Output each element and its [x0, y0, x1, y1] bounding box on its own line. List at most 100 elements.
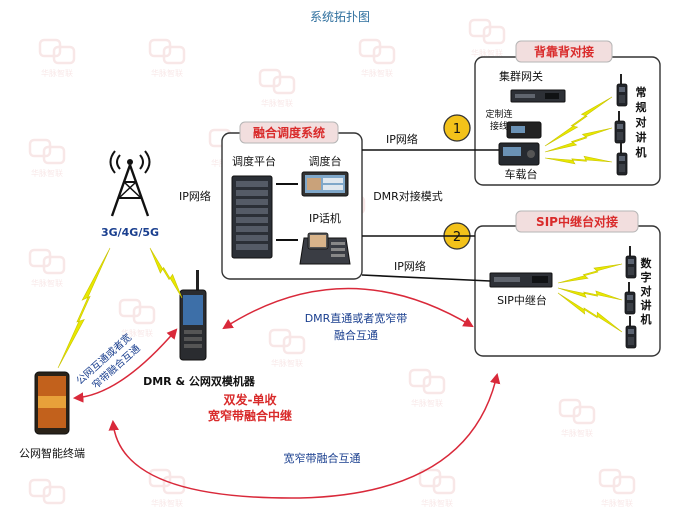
b2b-title: 背靠背对接 — [534, 44, 594, 59]
custom-cable-label-2: 接线 — [490, 120, 508, 132]
ip-link-sip-2 — [361, 274, 491, 282]
watermark-text: 华脉智联 — [41, 68, 73, 78]
sip-title: SIP中继台对接 — [536, 214, 618, 229]
bolt-tower-terminal — [57, 247, 111, 369]
watermark-tile: 华脉智联 — [258, 68, 296, 108]
bolt-vehicle-radio-3 — [544, 155, 613, 165]
handheld-radio-icon — [624, 282, 636, 315]
bolt-sip-radio-3 — [557, 292, 623, 333]
watermark-text: 华脉智联 — [151, 68, 183, 78]
badge-1-text: 1 — [453, 122, 461, 137]
vehicle-radio-icon — [498, 121, 542, 166]
conventional-radio-char: 规 — [636, 100, 647, 114]
custom-cable-label-1: 定制连 — [485, 108, 512, 120]
bolt-tower-device — [149, 247, 183, 299]
network-links: IP网络 DMR对接模式 IP网络 IP网络 — [179, 132, 499, 282]
ip-phone-label: IP话机 — [309, 211, 341, 225]
dmr-mode-label: DMR对接模式 — [373, 189, 443, 203]
digital-radio-char: 字 — [641, 270, 652, 284]
dmr-direct-label-1: DMR直通或者宽窄带 — [305, 311, 408, 325]
cell-tower-icon — [109, 150, 151, 217]
sip-repeater-icon — [489, 272, 553, 288]
conventional-radio-char: 讲 — [636, 130, 647, 144]
ip-network-label-2: IP网络 — [179, 189, 211, 203]
smart-terminal-icon — [34, 371, 70, 435]
digital-radio-char: 机 — [641, 312, 652, 326]
red-arcs — [72, 287, 501, 499]
bolt-sip-radio-2 — [557, 287, 623, 301]
watermark-text: 华脉智联 — [271, 358, 303, 368]
sip-repeater-label: SIP中继台 — [497, 293, 547, 307]
dmr-direct-label-2: 融合互通 — [334, 328, 378, 342]
dispatch-console-icon — [301, 171, 349, 197]
dual-mode-device-icon — [179, 270, 207, 361]
watermark-tile: 华脉智联 — [468, 18, 506, 58]
watermark-tile: 华脉智联 — [408, 368, 446, 408]
badge-2-text: 2 — [453, 230, 461, 245]
digital-radio-char: 数 — [641, 256, 653, 270]
watermark-text: 华脉智联 — [421, 498, 453, 508]
fusion-system-group: 融合调度系统 调度平台 调度台 IP话机 — [221, 121, 363, 280]
ip-network-label-3: IP网络 — [394, 259, 426, 273]
watermark-tile: 华脉智联 — [38, 38, 76, 78]
digital-radio-char: 对 — [641, 284, 652, 298]
watermark-text: 华脉智联 — [31, 168, 63, 178]
vehicle-label: 车载台 — [505, 167, 538, 181]
cluster-gateway-icon — [510, 89, 566, 103]
handheld-radio-icon — [616, 74, 628, 107]
watermark-text: 华脉智联 — [151, 498, 183, 508]
conventional-radio-char: 机 — [636, 145, 647, 159]
watermark-tile: 华脉智联 — [28, 138, 66, 178]
badge-1: 1 — [443, 114, 471, 142]
terminal-label: 公网智能终端 — [19, 446, 85, 460]
watermark-text: 华脉智联 — [361, 68, 393, 78]
watermark-tile: 华脉智联 — [28, 248, 66, 288]
server-rack-icon — [231, 175, 273, 259]
conventional-radio-char: 对 — [636, 115, 647, 129]
duplex-label-2: 宽窄带融合中继 — [207, 408, 292, 423]
sip-title-bg — [515, 210, 639, 233]
watermark-text: 华脉智联 — [561, 428, 593, 438]
watermark-text: 华脉智联 — [261, 98, 293, 108]
handheld-radio-icon — [616, 143, 628, 176]
watermark-tile: 华脉智联 — [148, 38, 186, 78]
conventional-radio-char: 常 — [636, 85, 647, 99]
fusion-title-bg — [239, 121, 339, 144]
diagram-title: 系统拓扑图 — [310, 10, 370, 24]
watermark-tile: 华脉智联 — [28, 478, 66, 509]
watermark-tile: 华脉智联 — [598, 468, 636, 508]
b2b-title-bg — [515, 40, 613, 63]
digital-radios — [624, 246, 637, 349]
handheld-radio-icon — [625, 316, 637, 349]
duplex-label-1: 双发-单收 — [224, 392, 277, 407]
arc-terminal-device — [72, 328, 178, 403]
watermark-text: 华脉智联 — [471, 48, 503, 58]
ip-network-label-1: IP网络 — [386, 132, 418, 146]
watermark-tile: 华脉智联 — [148, 468, 186, 508]
watermark-text: 华脉智联 — [31, 278, 63, 288]
console-label: 调度台 — [309, 154, 342, 168]
conventional-radios — [614, 74, 628, 176]
handheld-radio-icon — [625, 246, 637, 279]
bolt-vehicle-radio-1 — [544, 96, 613, 147]
watermark-tile: 华脉智联 — [268, 328, 306, 368]
watermark-text: 华脉智联 — [411, 398, 443, 408]
gateway-label: 集群网关 — [499, 69, 543, 83]
watermark-tile: 华脉智联 — [358, 38, 396, 78]
ip-phone-icon — [299, 232, 351, 265]
tower-label: 3G/4G/5G — [101, 226, 159, 239]
wireless-links — [57, 96, 623, 369]
bolt-vehicle-radio-2 — [544, 127, 613, 153]
watermark-tile: 华脉智联 — [418, 468, 456, 508]
arc-terminal-sip — [108, 372, 501, 499]
wide-narrow-label: 宽窄带融合互通 — [284, 451, 361, 465]
device-label: DMR & 公网双模机器 — [143, 374, 256, 388]
fusion-title: 融合调度系统 — [253, 125, 325, 140]
watermark-text: 华脉智联 — [601, 498, 633, 508]
